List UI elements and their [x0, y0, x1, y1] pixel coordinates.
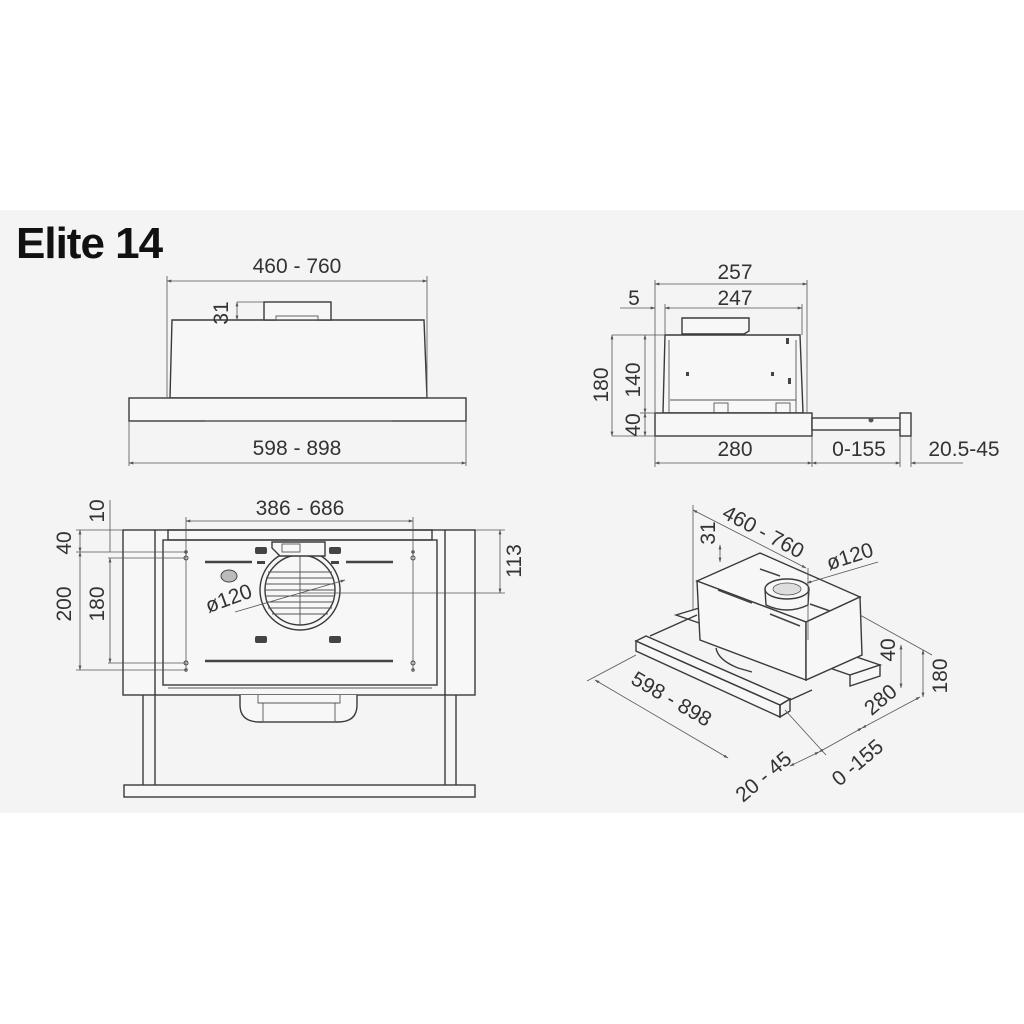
dim-iso-panel-height: 40: [877, 638, 900, 661]
dim-iso-total-height: 180: [929, 658, 952, 693]
dim-bottom-hole-height: 180: [86, 586, 109, 621]
dim-iso-duct-diameter: ø120: [824, 538, 877, 575]
dim-front-bottom-width: 598 - 898: [253, 437, 342, 460]
dim-side-extension: 0-155: [832, 438, 886, 461]
product-title: Elite 14: [16, 219, 163, 268]
dim-bottom-top-gap: 40: [53, 531, 76, 554]
dim-iso-front-panel: 20 - 45: [731, 747, 796, 807]
dim-side-panel-height: 40: [622, 413, 645, 436]
dim-side-body-height: 140: [622, 362, 645, 397]
dim-iso-depth: 280: [860, 680, 902, 720]
dim-bottom-top-offset: 10: [86, 499, 109, 522]
dim-side-front-panel: 20.5-45: [928, 438, 999, 461]
dim-side-outer-depth: 257: [717, 261, 752, 284]
dim-bottom-hole-width: 386 - 686: [256, 497, 345, 520]
dim-bottom-outer-height: 200: [53, 586, 76, 621]
dim-side-inner-depth: 247: [717, 287, 752, 310]
front-view: 460 - 760 31 598 - 898: [128, 255, 467, 466]
dim-front-top-offset: 31: [210, 301, 233, 324]
dim-front-top-width: 460 - 760: [253, 255, 342, 278]
dim-iso-top-offset: 31: [697, 521, 720, 544]
side-view: 257 5 247 180 140 40 280 0-155 20.5-45: [590, 261, 1000, 467]
dim-bottom-center-offset: 113: [503, 544, 526, 577]
dim-side-base-depth: 280: [717, 438, 752, 461]
dim-side-offset: 5: [628, 287, 640, 310]
dim-side-total-height: 180: [590, 367, 613, 402]
drawing-panel: [0, 210, 1024, 813]
dim-iso-extension: 0 -155: [828, 735, 888, 791]
isometric-view: 460 - 760 31 ø120 40 180 280 0 -155 20 -…: [586, 501, 952, 807]
bottom-view: 386 - 686 10 40 200 180 113 ø120: [53, 497, 526, 798]
